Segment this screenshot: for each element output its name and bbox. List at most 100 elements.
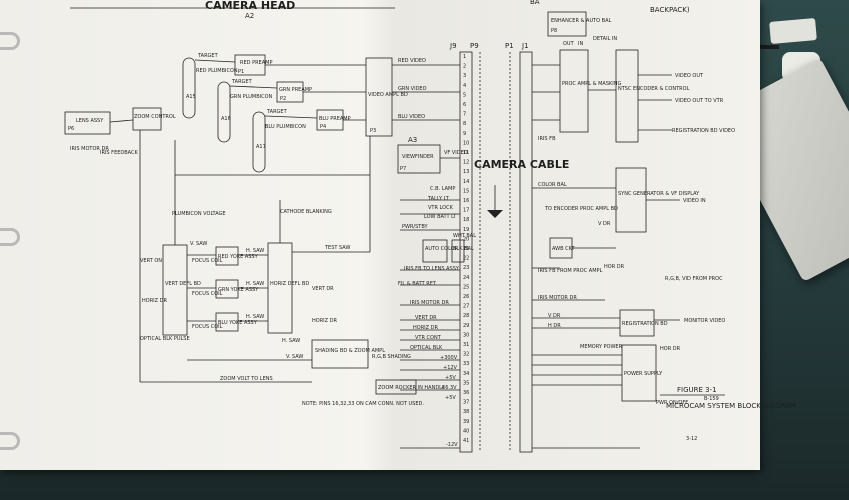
power-supply-box [621,344,657,402]
p4-label: P4 [320,124,326,130]
target-label-2: TARGET [231,79,253,85]
iris-feedback-label: IRIS FEEDBACK [100,150,138,156]
j9-pin-number: 13 [463,169,469,175]
grn-preamp-label: GRN PREAMP [279,87,312,93]
video-out-vtr-label: VIDEO OUT TO VTR [675,98,724,104]
blu-plumbicon-label: BLU PLUMBICON [265,124,306,130]
j9-pin-number: 6 [463,102,466,108]
j9-pin-number: 20 [463,236,469,242]
j9-pin-number: 39 [463,419,469,425]
h-saw-label-4: H. SAW [282,338,300,344]
binder-ring-middle [0,228,20,246]
cb-lamp-label: C.B. LAMP [430,186,455,192]
plumbicon-voltage-label: PLUMBICON VOLTAGE [172,211,226,217]
j9-pin-number: 3 [463,73,466,79]
shading-label: SHADING BD & ZOOM AMPL [315,348,385,354]
vert-dr-label: VERT DR [312,286,334,292]
rgb-vid-label: R,G,B, VID FROM PROC [665,276,723,282]
vtr-cont-label: VTR CONT [415,335,442,341]
iris-fb-from-label: IRIS FB FROM PROC AMPL [538,268,603,274]
j9-pin-number: 12 [463,160,469,166]
video-out-label: VIDEO OUT [675,73,704,79]
reg-bd-video-label: REGISTRATION BD VIDEO [672,128,735,134]
j9-pin-number: 14 [463,179,469,185]
p7-label: P7 [400,166,406,172]
j9-pin-number: 21 [463,246,469,252]
camera-cable-label: CAMERA CABLE [474,158,569,171]
j9-pin-number: 25 [463,284,469,290]
j9-pin-number: 29 [463,323,469,329]
blk-bal-box [451,239,465,263]
focus-coil-label-1: FOCUS COIL [192,258,223,264]
binder-ring-bottom [0,432,20,450]
cable-arrow-icon [487,210,503,218]
tally-lt-label: TALLY LT [427,196,450,202]
registration-label: REGISTRATION BD [622,321,668,327]
lens-assy-box [64,111,111,135]
j9-pin-number: 2 [463,64,466,70]
header-fragment-right: BACKPACK) [650,6,690,14]
j9-pin-number: 19 [463,227,469,233]
grn-yoke-label: GRN YOKE ASSY [218,287,259,293]
v5b-label: +5V [445,395,456,401]
red-preamp-label: RED PREAMP [240,60,272,66]
proc-ampl-label: PROC AMPL & MASKING [562,81,622,87]
j9-pin-number: 1 [463,54,466,60]
red-video-label: RED VIDEO [398,58,426,64]
color-bal-label: COLOR BAL [538,182,567,188]
j9-pin-number: 8 [463,121,466,127]
auto-color-label: AUTO COLOR [425,246,459,252]
v12-label: +12V [443,365,458,371]
j9-pin-number: 24 [463,275,469,281]
p1-preamp-label: P1 [238,69,244,75]
to-encoder-label: TO ENCODER PROC AMPL BD [544,206,618,212]
grn-yoke-box [215,279,239,299]
a3-label: A3 [408,136,417,144]
registration-box [619,309,655,337]
blu-yoke-box [215,312,239,332]
rgb-shading-label: R,G,B SHADING [372,354,411,360]
figure-caption: MICROCAM SYSTEM BLOCK DIAGRAM [666,402,796,410]
j9-pin-number: 15 [463,188,469,194]
j9-pin-number: 36 [463,390,469,396]
v-saw-label-1: V. SAW [190,241,207,247]
vf-video-label: VF VIDEO [444,150,468,156]
horiz-dr2-label: HORIZ DR [413,325,439,331]
memory-power-label: MEMORY POWER [580,344,623,350]
j9-pin-number: 23 [463,265,469,271]
figure-number: FIGURE 3-1 [677,386,717,394]
zoom-control-label: ZOOM CONTROL [134,114,176,120]
zoom-volt-label: ZOOM VOLT TO LENS [220,376,273,382]
figure-ref: B-159 [704,396,719,402]
enhancer-label: ENHANCER & AUTO BAL [551,18,612,24]
hor-dr-label: HOR DR [660,346,681,352]
sync-gen-label: SYNC GENERATOR & VF DISPLAY [618,191,700,197]
a17-label: A17 [256,144,266,150]
j9-pin-number: 34 [463,371,469,377]
lens-assy-label: LENS ASSY [76,118,104,124]
page-number: 3-12 [686,436,697,442]
note-label: NOTE: PINS 16,32,33 ON CAM CONN. NOT USE… [302,401,424,407]
test-saw-label: TEST SAW [324,245,350,251]
schematic-page [0,0,760,470]
horiz-dr-label: HORIZ DR [142,298,168,304]
shading-box [311,339,369,369]
j9-pin-number: 4 [463,83,466,89]
ntsc-encoder-label: NTSC ENCODER & CONTROL [618,86,690,92]
binder-ring-top [0,32,20,50]
focus-coil-label-2: FOCUS COIL [192,291,223,297]
zoom-control-box [132,107,162,131]
j9-pin-number: 41 [463,438,469,444]
iris-motor-dr-label: IRIS MOTOR DR [70,146,109,152]
h-saw-label-1: H. SAW [246,248,264,254]
j9-pin-number: 7 [463,112,466,118]
v-dr2-label: V DR [598,221,611,227]
power-supply-label: POWER SUPPLY [624,371,663,377]
grn-plumbicon-tube [217,81,231,143]
grn-plumbicon-label: GRN PLUMBICON [230,94,273,100]
monitor-video-label: MONITOR VIDEO [684,318,725,324]
cathode-blanking-label: CATHODE BLANKING [280,209,332,215]
p3-label: P3 [370,128,376,134]
